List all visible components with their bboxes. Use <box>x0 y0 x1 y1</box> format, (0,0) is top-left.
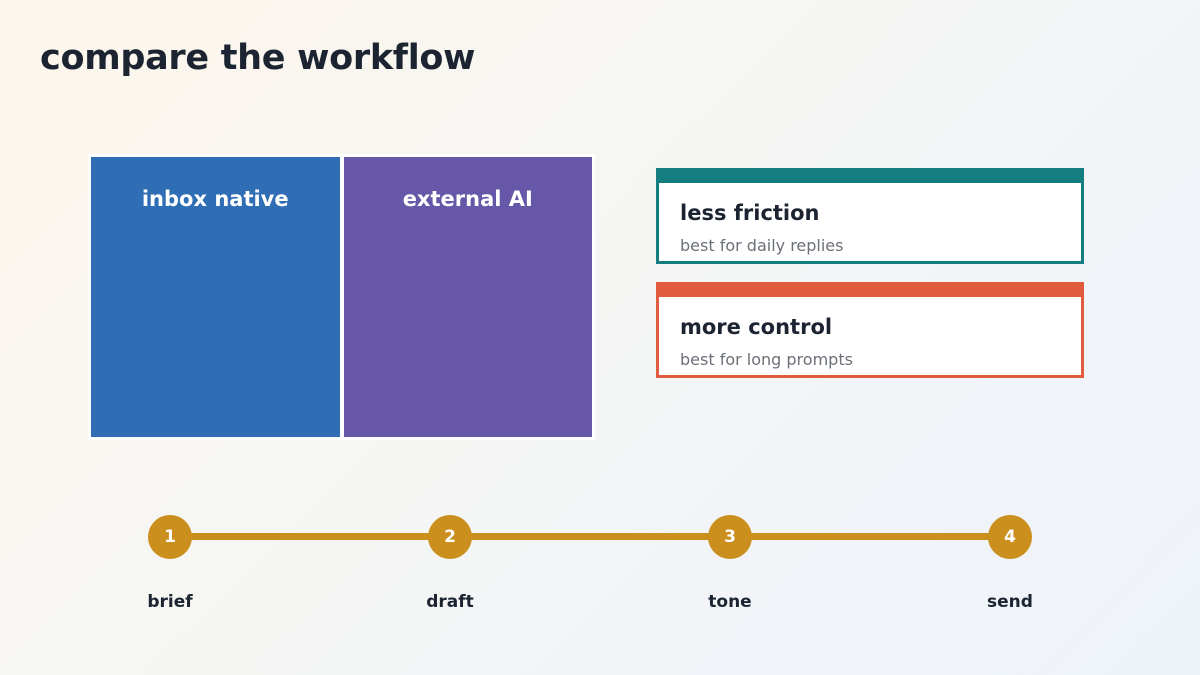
step-2-label: draft <box>426 592 474 612</box>
card-title: less friction <box>680 201 820 225</box>
card-subtitle: best for daily replies <box>680 236 844 255</box>
more-control-card: more control best for long prompts <box>656 282 1084 378</box>
comparison-panel: inbox native external AI <box>88 154 595 440</box>
card-subtitle: best for long prompts <box>680 350 853 369</box>
inbox-native-label: inbox native <box>141 187 289 211</box>
card-title: more control <box>680 315 833 339</box>
step-1-marker: 1 <box>148 515 192 559</box>
external-ai-column: external AI <box>343 157 592 437</box>
external-ai-label: external AI <box>402 187 533 211</box>
step-4-marker: 4 <box>988 515 1032 559</box>
timeline-track <box>170 533 1010 540</box>
step-3-marker: 3 <box>708 515 752 559</box>
step-3-label: tone <box>708 592 752 612</box>
page-title: compare the workflow <box>40 38 476 78</box>
step-1-label: brief <box>147 592 193 612</box>
inbox-native-column: inbox native <box>91 157 340 437</box>
less-friction-card: less friction best for daily replies <box>656 168 1084 264</box>
step-2-marker: 2 <box>428 515 472 559</box>
step-4-label: send <box>987 592 1033 612</box>
